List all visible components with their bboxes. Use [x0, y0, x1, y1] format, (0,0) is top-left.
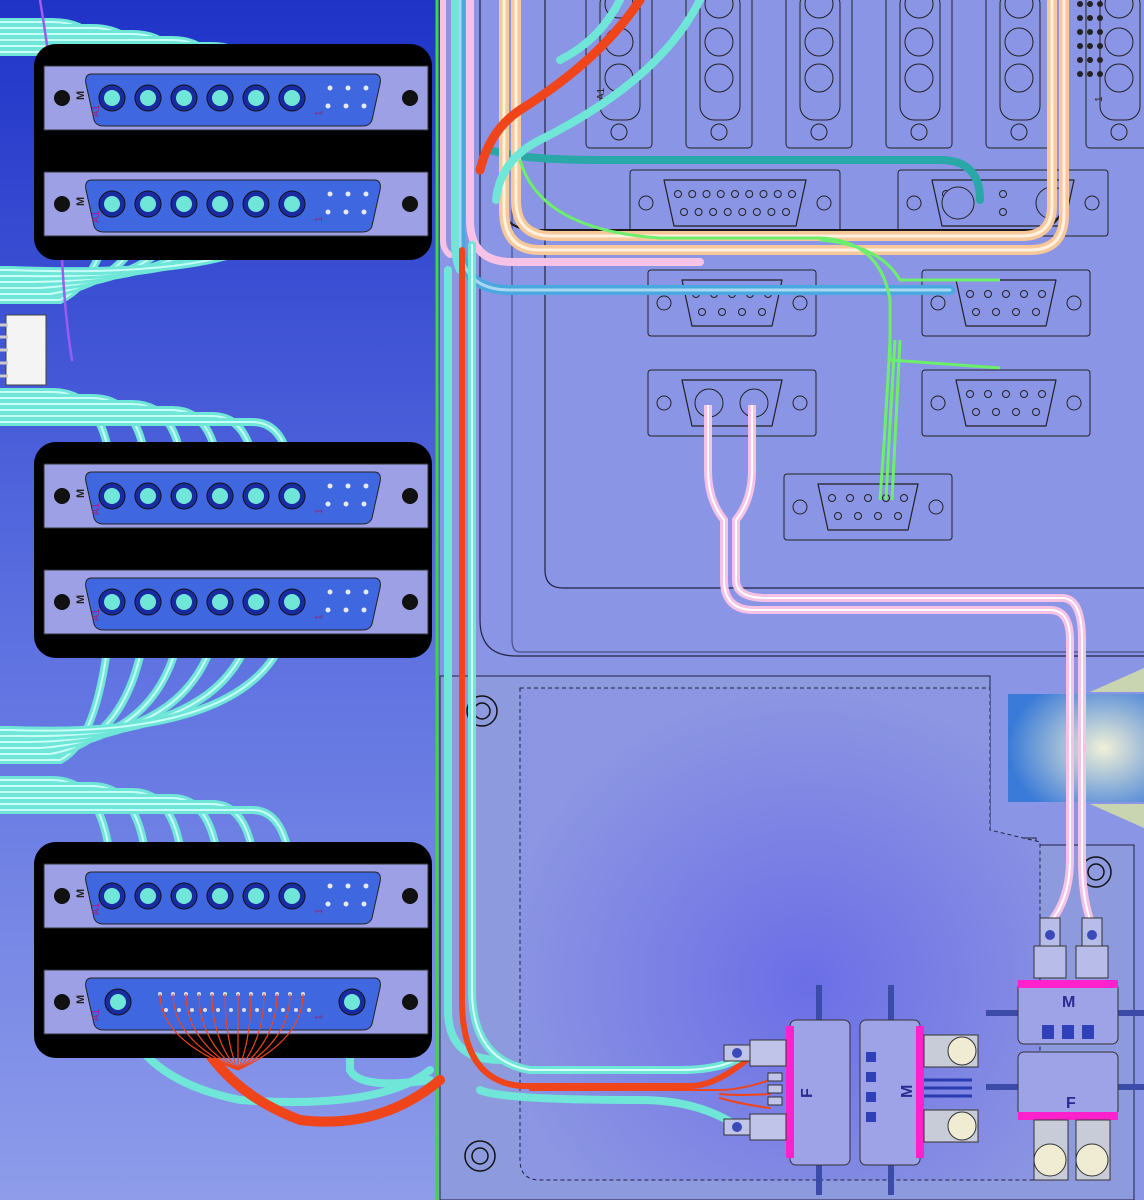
screw-hole-icon	[54, 90, 70, 106]
screw-hole-icon	[54, 488, 70, 504]
vertical-trunk-cables	[435, 0, 771, 1200]
male-label: M	[899, 1085, 916, 1098]
pin-a1-label: A1	[91, 902, 102, 915]
d-sub-connector: M A1 1	[43, 463, 429, 529]
pin-1-label: 1	[314, 1014, 325, 1020]
bottom-connector-assembly: F M	[723, 985, 979, 1195]
strip-label-a1: A1	[596, 87, 607, 100]
pin-1-label: 1	[314, 908, 325, 914]
d-sub-connector: M A1 1	[43, 969, 429, 1071]
screw-hole-icon	[402, 594, 418, 610]
pin-1-label: 1	[314, 110, 325, 116]
white-terminal-block	[0, 314, 47, 386]
top-connector-strip: A1 1	[585, 0, 1144, 149]
db-connector	[647, 269, 817, 337]
screw-hole-icon	[54, 594, 70, 610]
d-sub-connector: M A1 1	[43, 65, 429, 131]
pin-1-label: 1	[314, 614, 325, 620]
gender-label: M	[75, 489, 87, 498]
screw-hole-icon	[54, 994, 70, 1010]
right-connector-assembly: M F	[986, 917, 1144, 1181]
gender-label: M	[75, 91, 87, 100]
pin-a1-label: A1	[91, 210, 102, 223]
right-female-label: F	[1066, 1095, 1076, 1112]
screw-hole-icon	[402, 196, 418, 212]
screw-hole-icon	[54, 196, 70, 212]
gender-label: M	[75, 889, 87, 898]
d-sub-connector: M A1 1	[43, 171, 429, 237]
db-connector	[897, 169, 1109, 237]
db-connector	[629, 169, 841, 237]
screw-hole-icon	[402, 488, 418, 504]
pin-a1-label: A1	[91, 502, 102, 515]
pin-a1-label: A1	[91, 1008, 102, 1021]
female-label: F	[799, 1088, 816, 1098]
right-panel-outlines	[479, 0, 1144, 657]
mount-hole-icon	[466, 695, 498, 727]
pin-a1-label: A1	[91, 608, 102, 621]
green-branch-cables	[518, 159, 1001, 501]
screw-hole-icon	[402, 888, 418, 904]
strip-label-one: 1	[1094, 96, 1105, 102]
screw-hole-icon	[402, 994, 418, 1010]
d-sub-connector: M A1 1	[43, 569, 429, 635]
light-block	[1008, 694, 1144, 802]
screw-hole-icon	[54, 888, 70, 904]
gender-label: M	[75, 197, 87, 206]
pin-1-label: 1	[314, 508, 325, 514]
gender-label: M	[75, 595, 87, 604]
db-connector	[921, 269, 1091, 337]
db-connector	[647, 369, 817, 437]
screw-hole-icon	[402, 90, 418, 106]
pin-a1-label: A1	[91, 104, 102, 117]
db-connector	[783, 473, 953, 541]
mount-hole-icon	[464, 1140, 496, 1172]
pink-cable	[704, 405, 1096, 928]
cable-loop	[455, 0, 1069, 295]
right-male-label: M	[1062, 994, 1075, 1011]
pin-1-label: 1	[314, 216, 325, 222]
gender-label: M	[75, 995, 87, 1004]
db-connector	[921, 369, 1091, 437]
d-sub-connector: M A1 1	[43, 863, 429, 929]
